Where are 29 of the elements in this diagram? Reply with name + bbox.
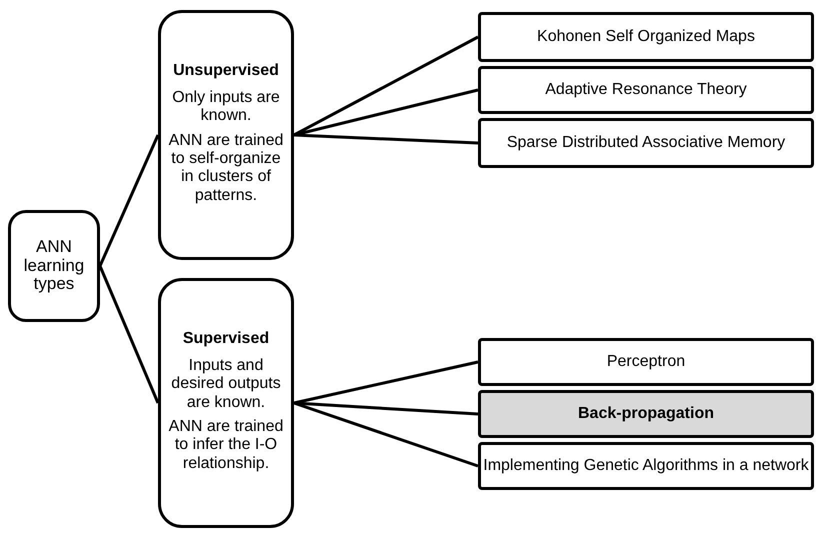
- box-text: Kohonen Self Organized Maps: [537, 28, 755, 46]
- method-box: [478, 118, 814, 168]
- box-heading: Unsupervised: [173, 62, 279, 80]
- connector-line: [294, 402, 478, 416]
- method-box: [478, 338, 814, 386]
- box-text: Perceptron: [606, 353, 686, 371]
- connector-line: [293, 36, 479, 136]
- connector-line: [294, 360, 478, 404]
- connector-line: [294, 402, 478, 468]
- method-box: [478, 442, 814, 490]
- box-text: Back-propagation: [578, 405, 714, 423]
- connector-line: [294, 134, 478, 144]
- box-heading: Supervised: [182, 330, 270, 348]
- box-text: Implementing Genetic Algorithms in a network: [483, 457, 809, 475]
- method-box: [478, 12, 814, 62]
- category-box: [158, 278, 294, 528]
- box-text: ANN are trained to self-organize in clusters of patterns.: [168, 132, 284, 206]
- connector-line: [98, 134, 160, 267]
- box-text: Adaptive Resonance Theory: [545, 81, 747, 99]
- box-text: Inputs and desired outputs are known.: [170, 356, 282, 412]
- highlighted-method-box: [478, 390, 814, 438]
- box-text: ANN learning types: [22, 238, 86, 294]
- category-box: [158, 10, 294, 260]
- box-text: ANN are trained to infer the I-O relationship.: [168, 418, 284, 474]
- box-text: Sparse Distributed Associative Memory: [506, 134, 786, 152]
- method-box: [8, 210, 100, 322]
- connector-line: [98, 265, 160, 404]
- method-box: [478, 66, 814, 114]
- box-text: Only inputs are known.: [171, 88, 281, 126]
